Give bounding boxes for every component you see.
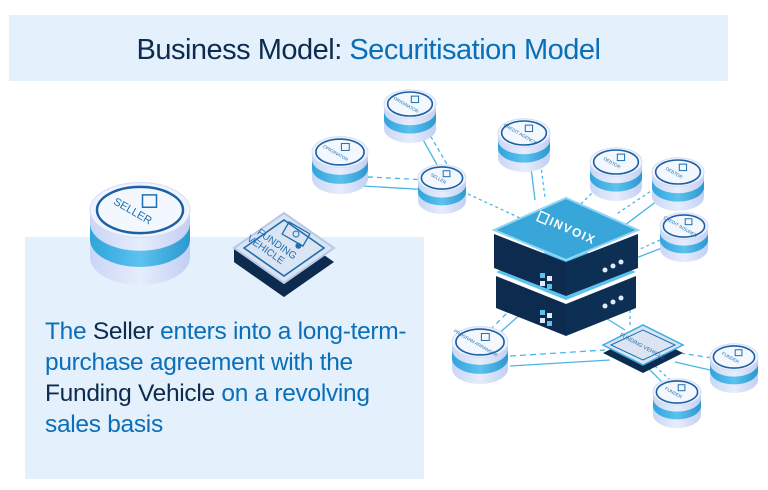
document-icon — [410, 95, 420, 104]
network-node-debtor-1: DEBTOR — [589, 147, 643, 201]
bank-icon — [677, 384, 686, 392]
title-prefix: Business Model: — [136, 34, 343, 66]
person-icon — [616, 153, 626, 162]
network-node-debtor-2: DEBTOR — [651, 157, 705, 211]
network-node-originator-2: ORIGINATOR — [383, 89, 437, 143]
connector-line — [509, 359, 611, 367]
invoix-hub: INVOIX — [491, 196, 641, 336]
person-icon — [480, 333, 490, 341]
connector-line — [637, 239, 661, 251]
gears-icon — [684, 218, 693, 226]
desc-seller: Seller — [92, 318, 154, 345]
network-node-originator-1: ORIGINATOR — [311, 136, 369, 195]
page-title: Business Model: Securitisation Model — [9, 34, 728, 67]
person-icon — [678, 163, 688, 172]
connector-line — [679, 352, 713, 359]
hub-upper-top — [491, 196, 641, 262]
network-node-credit-agency: CREDIT AGENCY — [497, 118, 551, 172]
hub-lower-side-right — [566, 276, 636, 336]
bank-icon — [734, 349, 743, 357]
connector-line — [509, 349, 606, 357]
network-node-credit-insurer: CREDIT INSURER — [659, 212, 709, 262]
desc-segment: on a revolving sales basis — [45, 380, 370, 438]
connector-line — [674, 361, 711, 371]
network-node-program-arranger: PROGRAM ARRANGER — [451, 326, 509, 384]
legend-funding-vehicle: FUNDING VEHICLE — [232, 211, 336, 297]
seller-shop-icon — [442, 170, 451, 178]
invoix-logo-icon — [535, 210, 551, 226]
hub-upper-side-right — [566, 234, 638, 296]
network-node-seller: SELLER — [417, 164, 467, 214]
seller-shop-icon — [141, 194, 158, 208]
description-text: The Seller enters into a long-term-purch… — [45, 316, 425, 440]
network-node-funder-2: FUNDER — [652, 378, 702, 428]
desc-segment: The — [45, 318, 93, 345]
connector-line — [489, 299, 521, 331]
network-node-funder-1: FUNDER — [709, 343, 759, 393]
hub-lights — [540, 259, 624, 326]
description-panel — [25, 237, 424, 479]
certificate-icon — [281, 221, 311, 249]
desc-segment: enters into a long-term-purchase agreeme… — [45, 318, 407, 376]
connector-line — [635, 247, 663, 259]
connector-line — [579, 184, 601, 206]
network-funding-vehicle: FUNDING VEHICLE — [601, 324, 685, 373]
truck-icon — [524, 124, 534, 133]
legend-seller-node: SELLER — [89, 182, 191, 285]
title-highlight: Securitisation Model — [349, 34, 601, 66]
network-nodes: ORIGINATOR ORIGINATOR SELLER CREDIT AGENCY D… — [89, 89, 759, 428]
document-icon — [340, 143, 350, 151]
title-banner: Business Model: Securitisation Model — [9, 15, 728, 81]
desc-funding-vehicle: Funding Vehicle — [45, 380, 215, 407]
connector-line — [467, 193, 521, 219]
